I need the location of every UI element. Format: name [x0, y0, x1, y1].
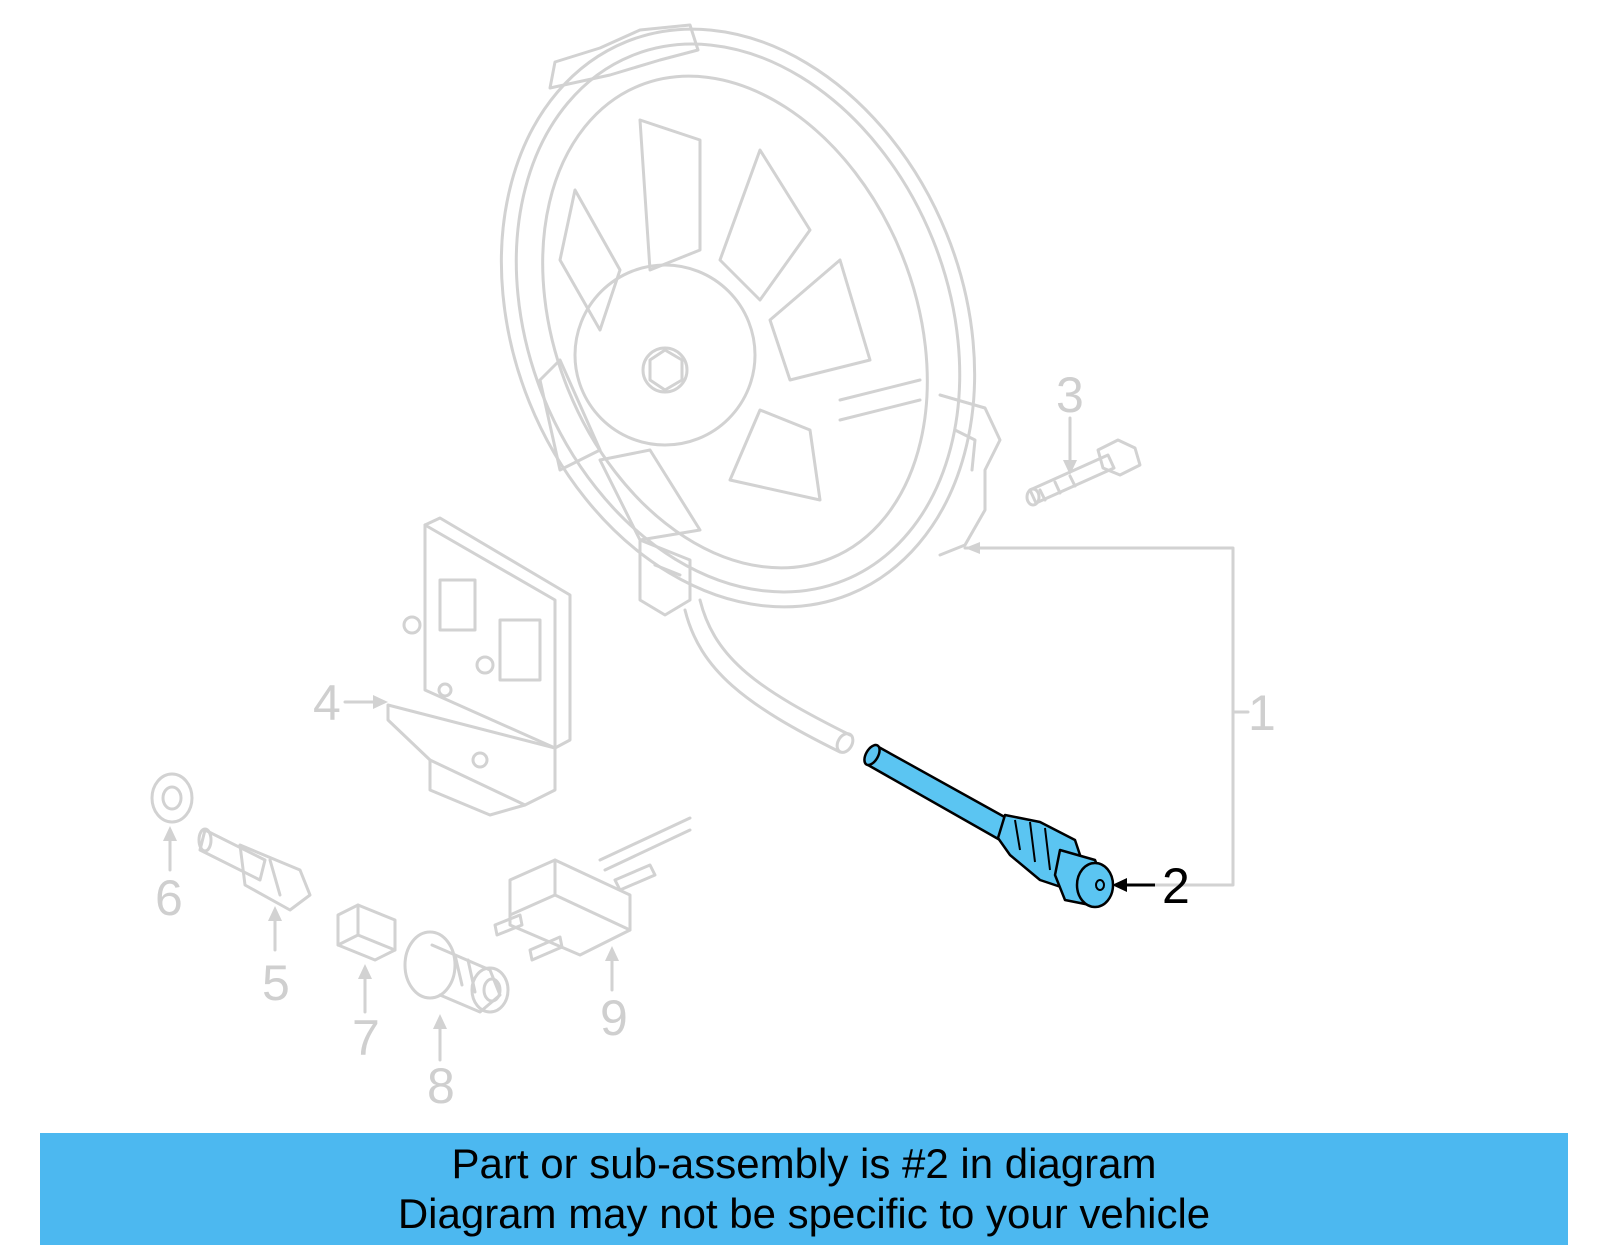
callout-9: 9 — [600, 990, 628, 1046]
callout-1-leader — [963, 542, 1250, 887]
banner-line-2: Diagram may not be specific to your vehi… — [397, 1190, 1211, 1237]
callout-8: 8 — [427, 1058, 455, 1114]
callout-7: 7 — [352, 1010, 380, 1066]
callout-1: 1 — [1248, 685, 1276, 741]
highlighted-part-2 — [863, 743, 1115, 909]
bolt-part — [1025, 438, 1142, 507]
info-banner: Part or sub-assembly is #2 in diagram Di… — [40, 1133, 1568, 1245]
banner-line-1: Part or sub-assembly is #2 in diagram — [451, 1140, 1157, 1187]
callout-2: 2 — [1162, 858, 1190, 914]
callout-5: 5 — [262, 955, 290, 1011]
control-module-part — [386, 516, 572, 817]
pressure-switch-part — [403, 930, 510, 1014]
valve-part — [493, 816, 692, 962]
temp-sensor-part — [197, 827, 312, 912]
callout-4: 4 — [313, 675, 341, 731]
connector-part — [336, 903, 397, 962]
callout-6: 6 — [155, 870, 183, 926]
washer-part — [150, 772, 194, 824]
fan-assembly — [499, 23, 1002, 754]
callout-3: 3 — [1056, 367, 1084, 423]
